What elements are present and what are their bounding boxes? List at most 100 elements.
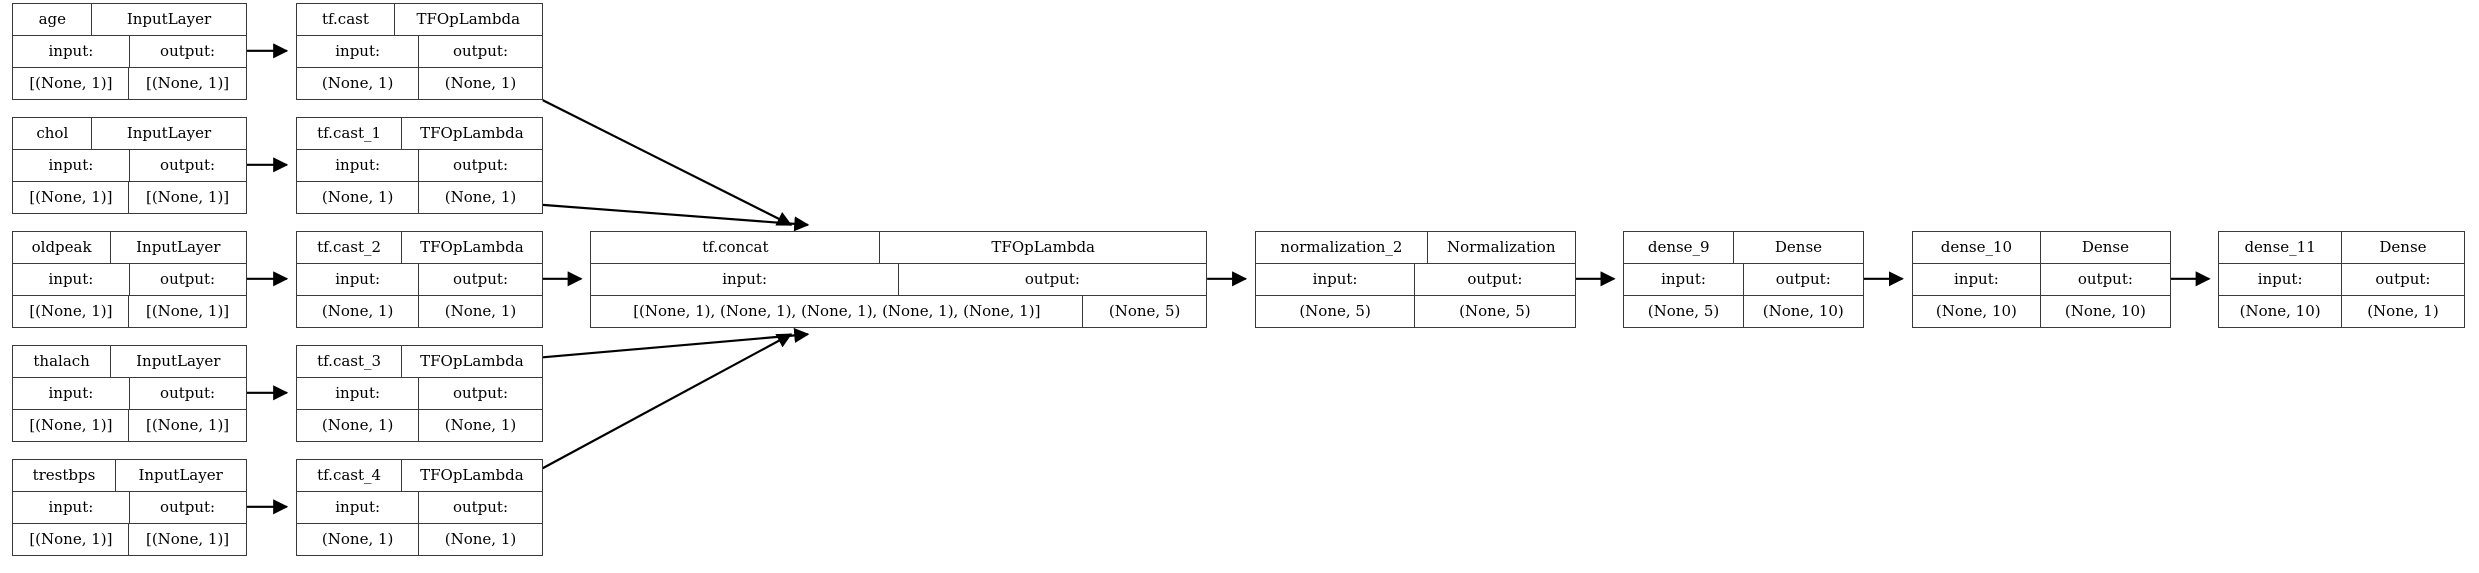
node-input-label: input: [591, 264, 899, 296]
node-input-shape: (None, 1) [297, 182, 420, 214]
node-layer-type: Dense [2379, 238, 2427, 257]
node-layer-name: trestbps [13, 460, 116, 492]
node-layer-name: tf.cast [297, 4, 395, 36]
node-input-label: input: [297, 492, 420, 524]
edge-tf_cast_4-to-tf_concat [542, 333, 793, 470]
node-output-shape: (None, 10) [2064, 302, 2146, 321]
node-layer-type: TFOpLambda [416, 10, 521, 29]
node-layer-name: normalization_2 [1256, 232, 1428, 264]
node-layer-name: age [13, 4, 93, 36]
node-layer-name: dense_9 [1624, 232, 1735, 264]
node-output-shape: (None, 10) [1762, 302, 1844, 321]
node-input-shape: (None, 1) [297, 524, 420, 556]
node-input-label: input: [13, 150, 130, 182]
node-trestbps[interactable]: trestbps InputLayer input: output: [(None, 1… [12, 459, 247, 557]
node-age[interactable]: age InputLayer input: output: [(None, 1)] [(N… [12, 3, 247, 101]
node-layer-type: InputLayer [136, 352, 221, 371]
node-input-shape: (None, 10) [1913, 296, 2042, 328]
node-input-label: input: [297, 150, 420, 182]
node-thalach[interactable]: thalach InputLayer input: output: [(None, 1)… [12, 345, 247, 443]
node-input-label: input: [13, 36, 130, 68]
node-layer-type: InputLayer [126, 10, 212, 29]
node-layer-type: TFOpLambda [420, 124, 524, 143]
node-output-label: output: [160, 384, 216, 403]
node-output-label: output: [452, 384, 509, 403]
node-input-label: input: [297, 264, 420, 296]
node-chol[interactable]: chol InputLayer input: output: [(None, 1)] [(… [12, 117, 247, 215]
node-input-label: input: [297, 378, 420, 410]
node-layer-name: oldpeak [13, 232, 111, 264]
node-output-shape: [(None, 1)] [145, 530, 230, 549]
node-output-label: output: [160, 498, 216, 517]
node-layer-name: dense_10 [1913, 232, 2042, 264]
node-input-label: input: [1913, 264, 2042, 296]
node-output-shape: [(None, 1)] [145, 74, 230, 93]
node-input-label: input: [13, 378, 130, 410]
node-output-label: output: [452, 498, 509, 517]
node-output-shape: (None, 1) [444, 530, 517, 549]
node-output-label: output: [1775, 270, 1831, 289]
node-output-shape: (None, 1) [444, 416, 517, 435]
node-input-label: input: [13, 492, 130, 524]
node-output-label: output: [160, 270, 216, 289]
node-layer-type: TFOpLambda [420, 466, 524, 485]
node-layer-type: TFOpLambda [991, 238, 1095, 257]
edge-tf_cast_3-to-tf_concat [542, 327, 810, 359]
node-layer-type: Normalization [1447, 238, 1556, 257]
node-output-label: output: [452, 270, 509, 289]
node-output-label: output: [2375, 270, 2431, 289]
node-layer-name: dense_11 [2219, 232, 2342, 264]
node-input-shape: (None, 5) [1256, 296, 1416, 328]
node-input-shape: [(None, 1)] [13, 410, 130, 442]
node-input-shape: (None, 10) [2219, 296, 2342, 328]
node-layer-type: Dense [1774, 238, 1823, 257]
node-layer-name: tf.cast_1 [297, 118, 403, 150]
node-output-label: output: [1467, 270, 1523, 289]
node-layer-name: chol [13, 118, 93, 150]
node-layer-type: InputLayer [126, 124, 212, 143]
node-output-shape: (None, 5) [1108, 302, 1181, 321]
node-input-label: input: [2219, 264, 2342, 296]
node-output-shape: (None, 1) [444, 302, 517, 321]
node-output-label: output: [452, 42, 509, 61]
node-input-label: input: [1256, 264, 1416, 296]
node-output-shape: [(None, 1)] [145, 302, 230, 321]
node-layer-name: thalach [13, 346, 111, 378]
node-input-shape: [(None, 1)] [13, 296, 130, 328]
node-input-shape: (None, 1) [297, 410, 420, 442]
node-output-label: output: [452, 156, 509, 175]
node-output-label: output: [160, 42, 216, 61]
node-layer-type: InputLayer [136, 238, 221, 257]
node-layer-name: tf.cast_4 [297, 460, 403, 492]
edge-tf_cast_1-to-tf_concat [542, 203, 810, 232]
node-input-label: input: [1624, 264, 1744, 296]
node-output-label: output: [2077, 270, 2133, 289]
node-input-label: input: [297, 36, 420, 68]
node-layer-type: TFOpLambda [420, 238, 524, 257]
node-input-shape: (None, 1) [297, 68, 420, 100]
node-output-shape: (None, 5) [1459, 302, 1531, 321]
node-input-shape: [(None, 1)] [13, 524, 130, 556]
node-input-shape: [(None, 1)] [13, 182, 130, 214]
node-input-shape: [(None, 1)] [13, 68, 130, 100]
node-output-shape: [(None, 1)] [145, 416, 230, 435]
node-output-label: output: [1024, 270, 1080, 289]
node-output-shape: [(None, 1)] [145, 188, 230, 207]
node-layer-type: InputLayer [138, 466, 223, 485]
node-normalization_2[interactable]: normalization_2 Normalization input: output… [1254, 231, 1576, 329]
node-output-label: output: [160, 156, 216, 175]
node-input-shape: [(None, 1), (None, 1), (None, 1), (None,… [591, 296, 1084, 328]
edge-tf_cast-to-tf_concat [542, 99, 793, 226]
node-layer-name: tf.cast_2 [297, 232, 403, 264]
